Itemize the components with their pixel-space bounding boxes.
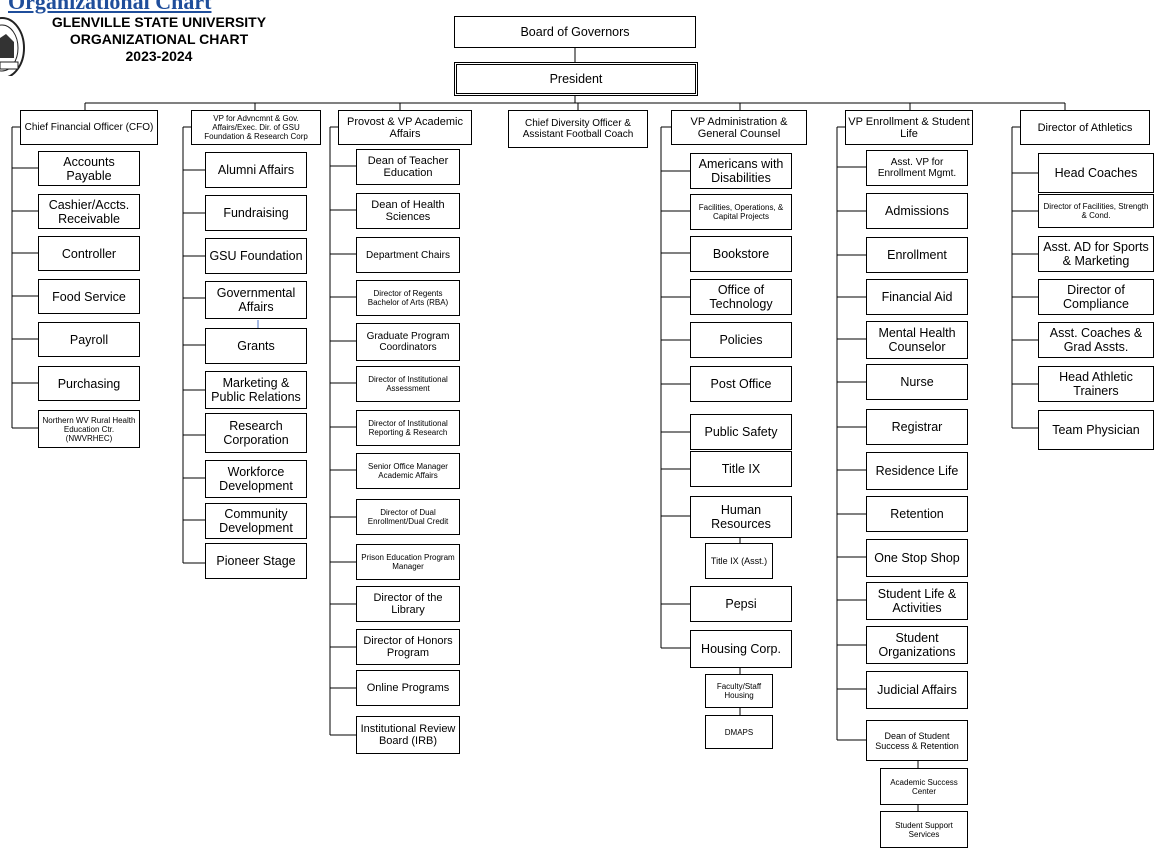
unit-director-rba: Director of Regents Bachelor of Arts (RB… bbox=[356, 280, 460, 316]
unit-dean-teacher-education: Dean of Teacher Education bbox=[356, 149, 460, 185]
unit-irb: Institutional Review Board (IRB) bbox=[356, 716, 460, 754]
unit-head-athletic-trainers: Head Athletic Trainers bbox=[1038, 366, 1154, 402]
unit-department-chairs: Department Chairs bbox=[356, 237, 460, 273]
unit-student-organizations: Student Organizations bbox=[866, 626, 968, 664]
unit-title-ix-assistant: Title IX (Asst.) bbox=[705, 543, 773, 579]
unit-registrar: Registrar bbox=[866, 409, 968, 445]
unit-asst-vp-enrollment: Asst. VP for Enrollment Mgmt. bbox=[866, 150, 968, 186]
unit-team-physician: Team Physician bbox=[1038, 410, 1154, 450]
unit-faculty-staff-housing: Faculty/Staff Housing bbox=[705, 674, 773, 708]
unit-nwvrhec: Northern WV Rural Health Education Ctr. … bbox=[38, 410, 140, 448]
unit-senior-office-manager: Senior Office Manager Academic Affairs bbox=[356, 453, 460, 489]
unit-marketing-pr: Marketing & Public Relations bbox=[205, 371, 307, 409]
unit-food-service: Food Service bbox=[38, 279, 140, 314]
vp-advancement-box: VP for Advncmnt & Gov. Affairs/Exec. Dir… bbox=[191, 110, 321, 145]
unit-cashier-receivable: Cashier/Accts. Receivable bbox=[38, 194, 140, 229]
unit-mental-health-counselor: Mental Health Counselor bbox=[866, 321, 968, 359]
unit-dual-enrollment: Director of Dual Enrollment/Dual Credit bbox=[356, 499, 460, 535]
unit-director-library: Director of the Library bbox=[356, 586, 460, 622]
title-line-2: ORGANIZATIONAL CHART bbox=[69, 31, 249, 47]
unit-fundraising: Fundraising bbox=[205, 195, 307, 231]
unit-pepsi: Pepsi bbox=[690, 586, 792, 622]
provost-box: Provost & VP Academic Affairs bbox=[338, 110, 472, 145]
unit-bookstore: Bookstore bbox=[690, 236, 792, 272]
unit-institutional-reporting: Director of Institutional Reporting & Re… bbox=[356, 410, 460, 446]
unit-nurse: Nurse bbox=[866, 364, 968, 400]
unit-dean-health-sciences: Dean of Health Sciences bbox=[356, 193, 460, 229]
chart-title: GLENVILLE STATE UNIVERSITY ORGANIZATIONA… bbox=[24, 14, 294, 65]
unit-workforce-development: Workforce Development bbox=[205, 460, 307, 498]
unit-judicial-affairs: Judicial Affairs bbox=[866, 671, 968, 709]
unit-housing-corp: Housing Corp. bbox=[690, 630, 792, 668]
board-of-governors-box: Board of Governors bbox=[454, 16, 696, 48]
vp-enrollment-box: VP Enrollment & Student Life bbox=[845, 110, 973, 145]
unit-payroll: Payroll bbox=[38, 322, 140, 357]
unit-asst-coaches: Asst. Coaches & Grad Assts. bbox=[1038, 322, 1154, 358]
unit-student-life-activities: Student Life & Activities bbox=[866, 582, 968, 620]
unit-office-of-technology: Office of Technology bbox=[690, 279, 792, 315]
unit-gsu-foundation: GSU Foundation bbox=[205, 238, 307, 274]
unit-governmental-affairs: Governmental Affairs bbox=[205, 281, 307, 319]
unit-head-coaches: Head Coaches bbox=[1038, 153, 1154, 193]
unit-asst-ad-sports-marketing: Asst. AD for Sports & Marketing bbox=[1038, 236, 1154, 272]
unit-online-programs: Online Programs bbox=[356, 670, 460, 706]
president-box: President bbox=[454, 62, 698, 96]
unit-institutional-assessment: Director of Institutional Assessment bbox=[356, 366, 460, 402]
unit-financial-aid: Financial Aid bbox=[866, 279, 968, 315]
unit-retention: Retention bbox=[866, 496, 968, 532]
unit-title-ix: Title IX bbox=[690, 451, 792, 487]
unit-enrollment: Enrollment bbox=[866, 237, 968, 273]
university-seal-logo bbox=[0, 12, 26, 76]
vp-administration-box: VP Administration & General Counsel bbox=[671, 110, 807, 145]
unit-research-corporation: Research Corporation bbox=[205, 413, 307, 453]
unit-dean-student-success: Dean of Student Success & Retention bbox=[866, 720, 968, 761]
unit-post-office: Post Office bbox=[690, 366, 792, 402]
unit-pioneer-stage: Pioneer Stage bbox=[205, 543, 307, 579]
unit-controller: Controller bbox=[38, 236, 140, 271]
unit-director-compliance: Director of Compliance bbox=[1038, 279, 1154, 315]
unit-alumni-affairs: Alumni Affairs bbox=[205, 152, 307, 188]
director-athletics-box: Director of Athletics bbox=[1020, 110, 1150, 145]
unit-public-safety: Public Safety bbox=[690, 414, 792, 450]
unit-prison-education: Prison Education Program Manager bbox=[356, 544, 460, 580]
cfo-box: Chief Financial Officer (CFO) bbox=[20, 110, 158, 145]
unit-purchasing: Purchasing bbox=[38, 366, 140, 401]
unit-academic-success-center: Academic Success Center bbox=[880, 768, 968, 805]
unit-facilities-operations: Facilities, Operations, & Capital Projec… bbox=[690, 194, 792, 230]
page-header-text: Organizational Chart bbox=[8, 0, 212, 14]
unit-residence-life: Residence Life bbox=[866, 452, 968, 490]
title-line-3: 2023-2024 bbox=[125, 48, 193, 64]
unit-policies: Policies bbox=[690, 322, 792, 358]
unit-dmaps: DMAPS bbox=[705, 715, 773, 749]
unit-director-facilities: Director of Facilities, Strength & Cond. bbox=[1038, 194, 1154, 228]
page-header: Organizational Chart bbox=[0, 0, 300, 14]
unit-admissions: Admissions bbox=[866, 193, 968, 229]
unit-accounts-payable: Accounts Payable bbox=[38, 151, 140, 186]
unit-community-development: Community Development bbox=[205, 503, 307, 539]
chief-diversity-officer-box: Chief Diversity Officer & Assistant Foot… bbox=[508, 110, 648, 148]
title-line-1: GLENVILLE STATE UNIVERSITY bbox=[51, 14, 267, 30]
unit-honors-program: Director of Honors Program bbox=[356, 629, 460, 665]
unit-americans-disabilities: Americans with Disabilities bbox=[690, 153, 792, 189]
unit-student-support-services: Student Support Services bbox=[880, 811, 968, 848]
unit-grants: Grants bbox=[205, 328, 307, 364]
unit-graduate-coordinators: Graduate Program Coordinators bbox=[356, 323, 460, 361]
unit-human-resources: Human Resources bbox=[690, 496, 792, 538]
unit-one-stop-shop: One Stop Shop bbox=[866, 539, 968, 577]
